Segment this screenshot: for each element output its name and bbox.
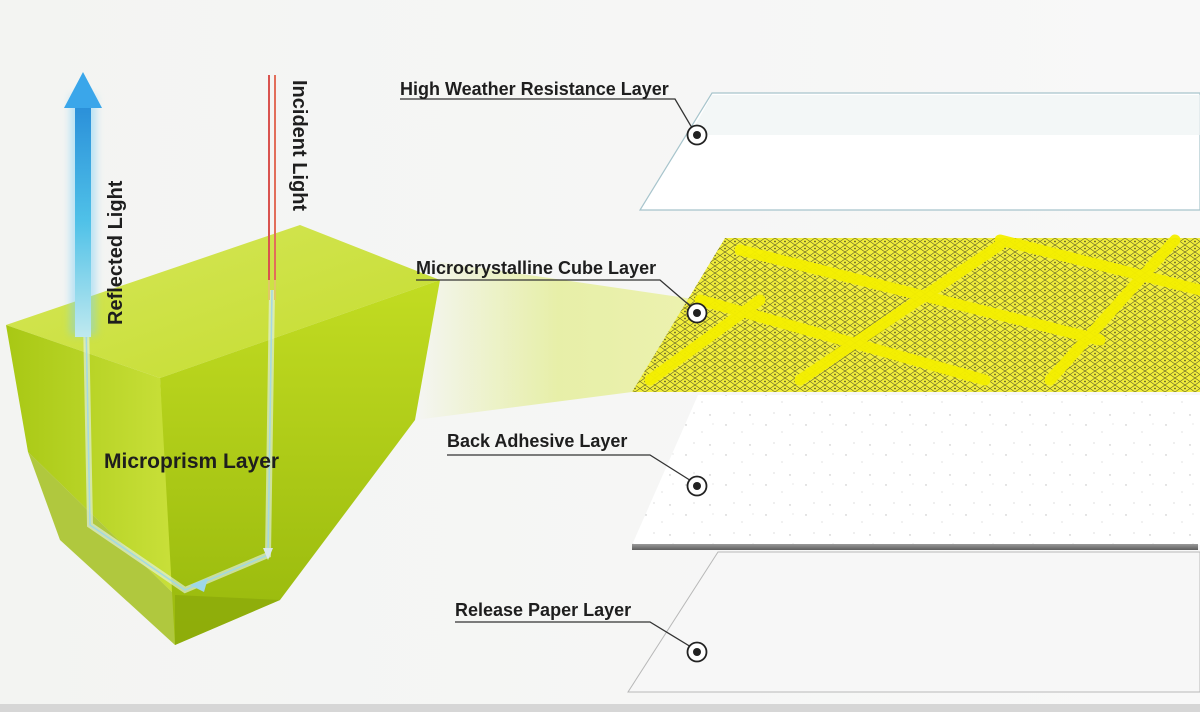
incident-light-arrow [268,75,276,300]
reflected-light-arrow [64,72,102,337]
microprism-layer-label: Microprism Layer [104,450,279,473]
weather-resistance-sheet [638,92,1200,211]
back-adhesive-label: Back Adhesive Layer [447,431,627,451]
microprism-block [6,225,440,645]
callout-microcrystalline-cube: Microcrystalline Cube Layer [416,258,708,324]
release-paper-sheet [627,551,1200,693]
light-path [83,289,275,594]
microcube-sheet [632,234,1200,392]
prism-top-face [6,225,440,378]
callout-weather-resistance: High Weather Resistance Layer [400,79,708,146]
callout-release-paper: Release Paper Layer [455,600,708,663]
arrow-up-icon [64,72,102,108]
bottom-border [0,704,1200,712]
reflected-light-label: Reflected Light [105,180,127,325]
prism-front-face [160,280,440,645]
incident-light-label: Incident Light [288,80,310,211]
projection-beam [415,262,700,420]
adhesive-sheet [632,395,1200,550]
weather-resistance-label: High Weather Resistance Layer [400,79,669,99]
callout-back-adhesive: Back Adhesive Layer [447,431,708,497]
release-paper-label: Release Paper Layer [455,600,631,620]
light-path-arrowhead [190,578,208,592]
microcrystalline-cube-label: Microcrystalline Cube Layer [416,258,656,278]
